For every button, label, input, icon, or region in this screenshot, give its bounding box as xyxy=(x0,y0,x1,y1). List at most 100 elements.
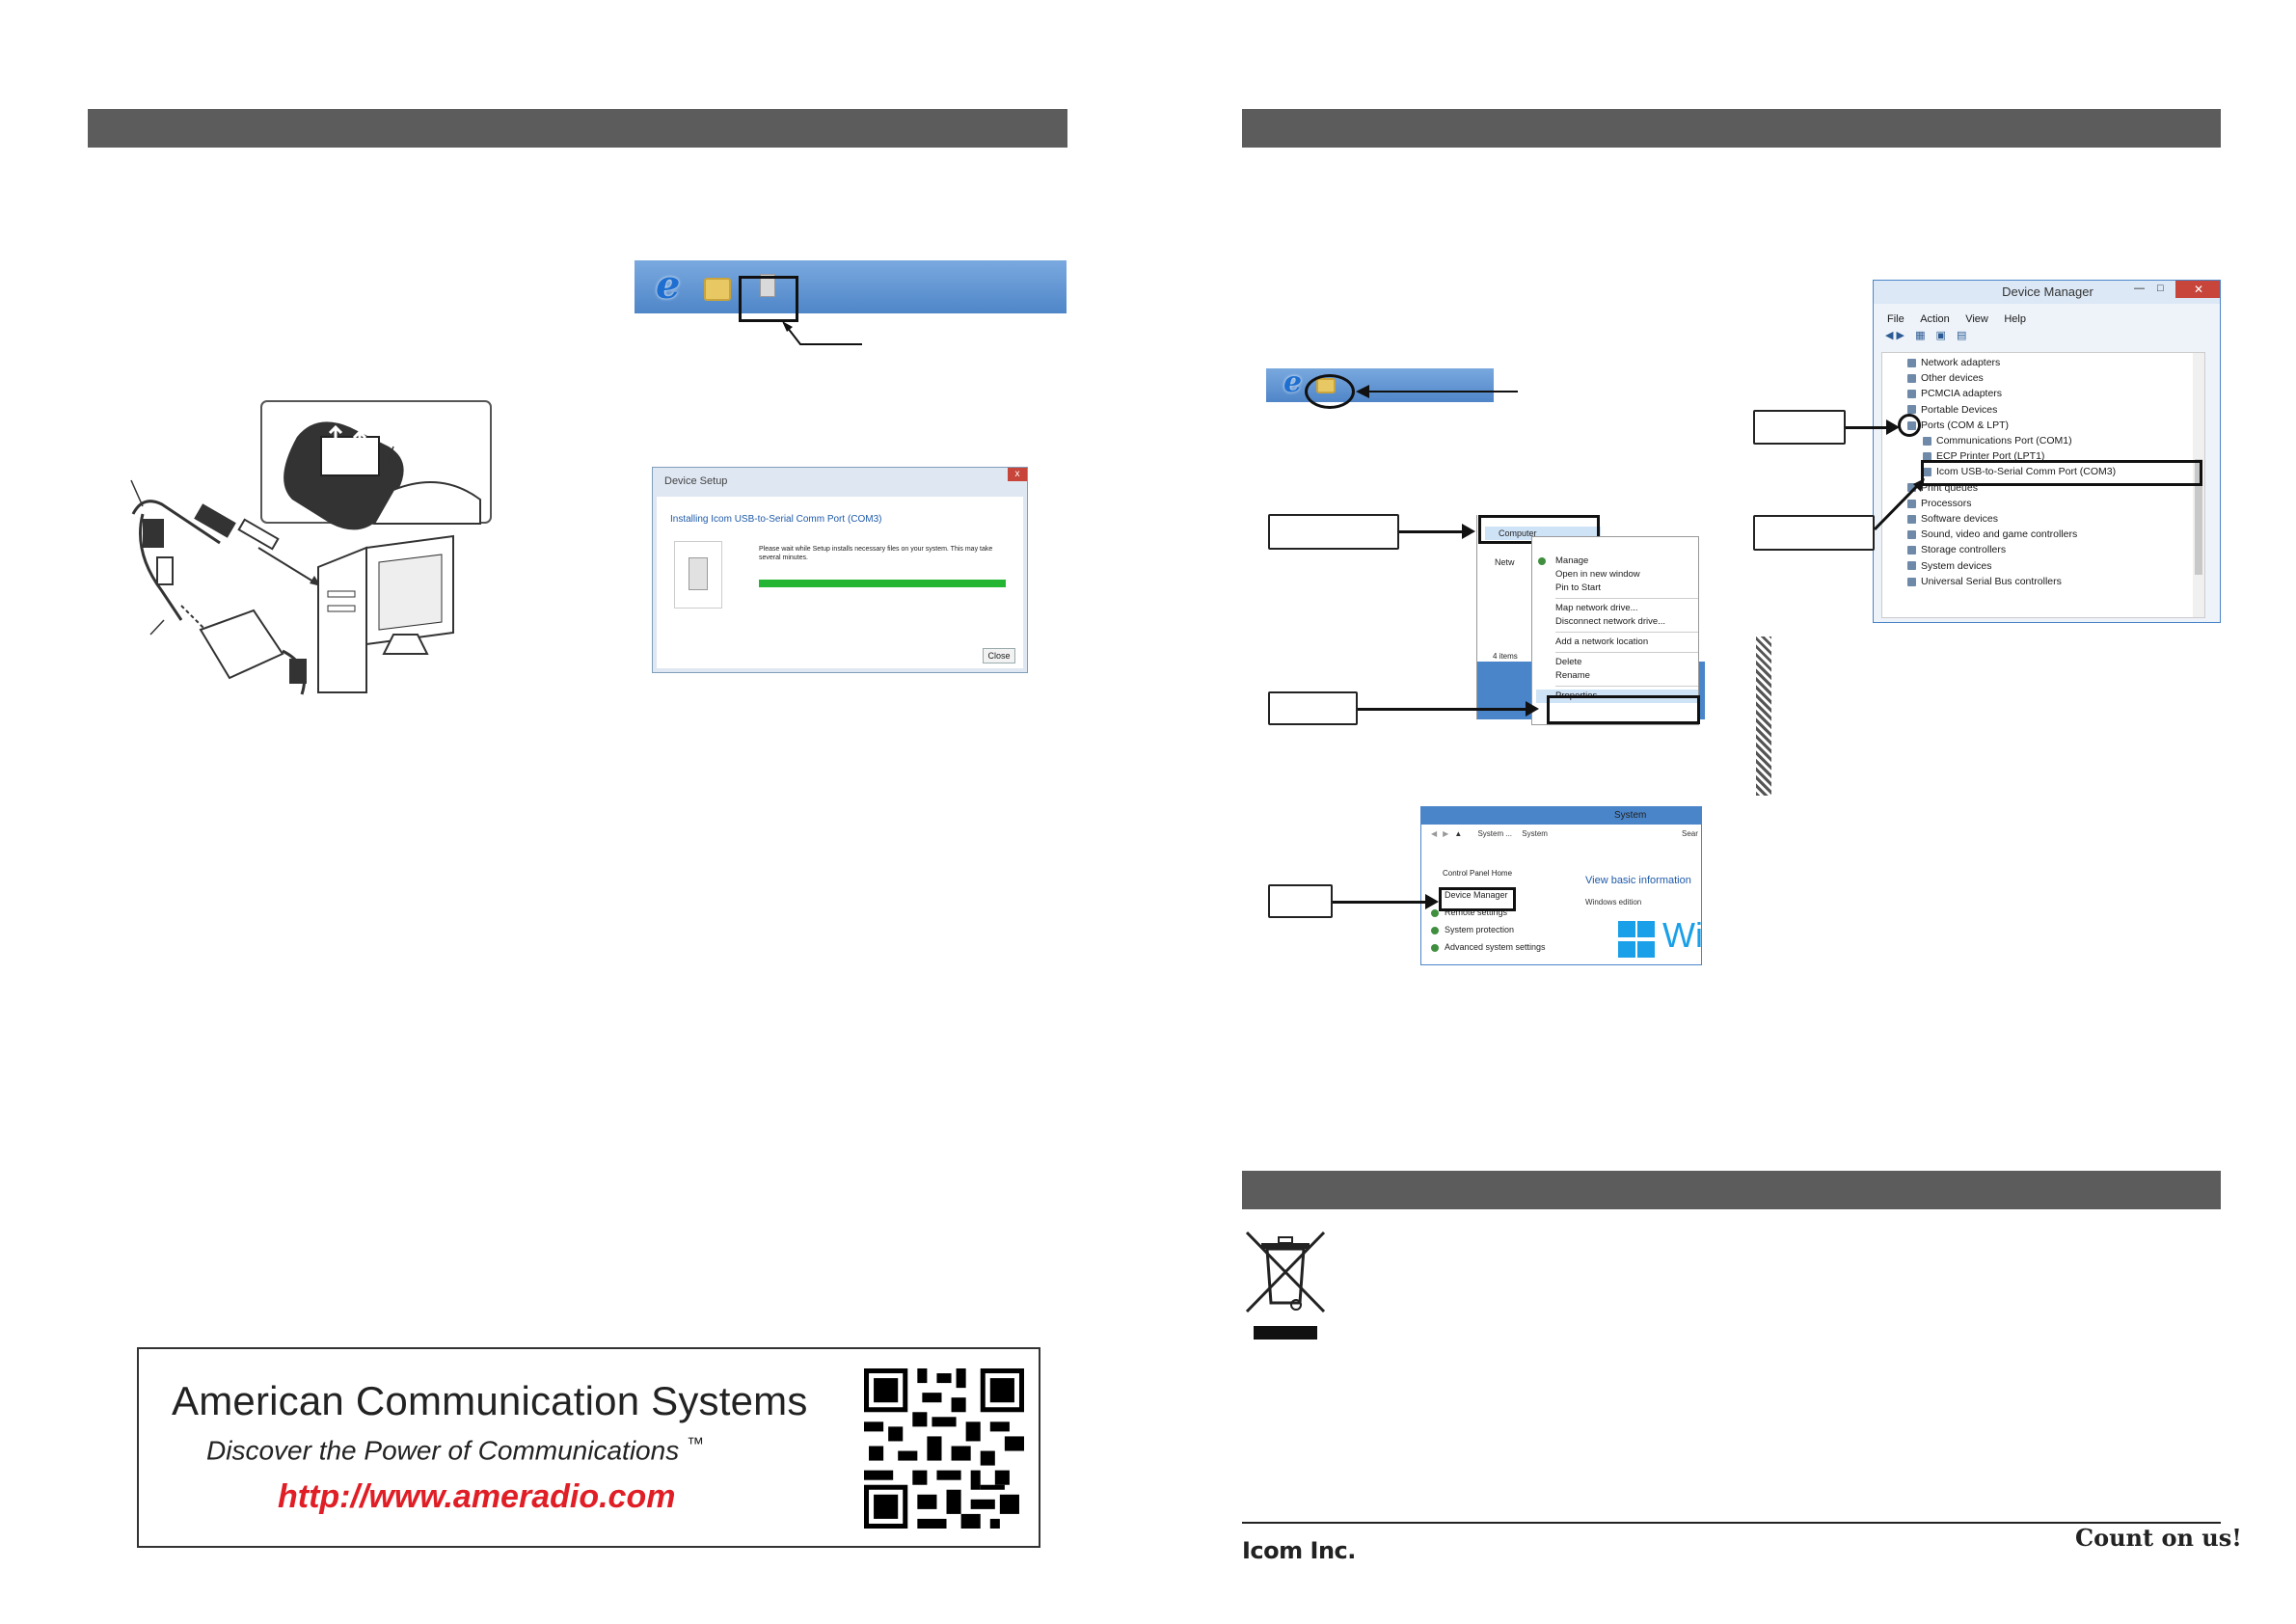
dm-network-adapters[interactable]: Network adapters xyxy=(1907,355,2116,370)
ctx-add-network-location[interactable]: Add a network location xyxy=(1555,636,1649,647)
storage-icon xyxy=(1907,546,1916,555)
address-segment[interactable]: System xyxy=(1522,829,1548,838)
windows-edition-label: Windows edition xyxy=(1585,898,1642,907)
crossed-bin-icon xyxy=(1245,1231,1326,1340)
callout-arrow-icom-port xyxy=(1873,478,1925,531)
system-protection-link[interactable]: System protection xyxy=(1431,921,1546,938)
dm-item-label: System devices xyxy=(1921,559,1992,572)
close-x-icon[interactable]: x xyxy=(1008,468,1027,481)
device-icon-highlight xyxy=(739,276,798,322)
device-setup-dialog: Device Setup x Installing Icom USB-to-Se… xyxy=(652,467,1028,673)
other-devices-icon xyxy=(1907,373,1916,383)
dm-software-devices[interactable]: Software devices xyxy=(1907,511,2116,527)
ctx-manage[interactable]: Manage xyxy=(1555,555,1589,566)
address-segment[interactable]: System ... xyxy=(1477,829,1513,838)
properties-toolbar-icon[interactable]: ▦ xyxy=(1915,330,1926,341)
ad-banner: American Communication Systems Discover … xyxy=(137,1347,1040,1548)
dm-item-label: PCMCIA adapters xyxy=(1921,388,2003,400)
banner-url[interactable]: http://www.ameradio.com xyxy=(278,1478,676,1515)
menu-help[interactable]: Help xyxy=(2004,313,2026,325)
dm-storage-controllers[interactable]: Storage controllers xyxy=(1907,542,2116,557)
footer-rule xyxy=(1242,1522,2221,1524)
dm-portable-devices[interactable]: Portable Devices xyxy=(1907,402,2116,418)
file-explorer-icon[interactable] xyxy=(704,278,731,301)
windows-logo-text: Wir xyxy=(1662,915,1701,955)
dm-maximize-icon[interactable]: □ xyxy=(2157,283,2164,294)
dm-pcmcia-adapters[interactable]: PCMCIA adapters xyxy=(1907,386,2116,401)
device-image-icon xyxy=(674,541,722,609)
dm-item-label: Storage controllers xyxy=(1921,544,2007,556)
dm-item-label: Portable Devices xyxy=(1921,403,1998,416)
dialog-heading: Installing Icom USB-to-Serial Comm Port … xyxy=(670,514,882,525)
help-toolbar-icon[interactable]: ▣ xyxy=(1935,330,1946,341)
dm-minimize-icon[interactable]: — xyxy=(2134,283,2145,294)
dm-tree-list: Network adapters Other devices PCMCIA ad… xyxy=(1907,355,2116,589)
dm-lpt1[interactable]: ECP Printer Port (LPT1) xyxy=(1907,448,2116,464)
remote-settings-link[interactable]: Remote settings xyxy=(1431,904,1546,921)
ctx-separator xyxy=(1555,652,1698,653)
windows-logo-icon xyxy=(1618,921,1655,958)
dm-ports[interactable]: Ports (COM & LPT) xyxy=(1907,418,2116,433)
ctx-open-new-window[interactable]: Open in new window xyxy=(1555,569,1640,580)
system-protection-link-text: System protection xyxy=(1445,925,1515,934)
dm-sound-video[interactable]: Sound, video and game controllers xyxy=(1907,527,2116,542)
callout-box-properties xyxy=(1268,691,1358,725)
software-device-icon xyxy=(1907,514,1916,524)
dm-com1[interactable]: Communications Port (COM1) xyxy=(1907,433,2116,448)
portable-device-icon xyxy=(1907,405,1916,415)
menu-file[interactable]: File xyxy=(1887,313,1904,325)
banner-trademark: ™ xyxy=(686,1434,704,1453)
ctx-pin-to-start[interactable]: Pin to Start xyxy=(1555,582,1601,593)
dm-system-devices[interactable]: System devices xyxy=(1907,558,2116,574)
advanced-settings-link[interactable]: Advanced system settings xyxy=(1431,938,1546,956)
menu-action[interactable]: Action xyxy=(1920,313,1950,325)
network-adapter-icon xyxy=(1907,358,1916,367)
install-progress-fill xyxy=(759,580,1006,587)
internet-explorer-icon[interactable]: e xyxy=(656,262,681,308)
system-device-icon xyxy=(1907,561,1916,571)
items-count: 4 items xyxy=(1493,652,1518,661)
view-basic-info: View basic information xyxy=(1585,875,1691,886)
left-header-bar xyxy=(88,109,1067,148)
dm-item-label: Universal Serial Bus controllers xyxy=(1921,575,2062,587)
taskbar-strip-left: e xyxy=(635,260,1067,313)
back-icon[interactable]: ◀ xyxy=(1885,330,1894,341)
ctx-delete[interactable]: Delete xyxy=(1555,657,1582,667)
dm-item-label: Ports (COM & LPT) xyxy=(1921,419,2010,431)
callout-box-ports xyxy=(1753,410,1846,445)
dm-processors[interactable]: Processors xyxy=(1907,496,2116,511)
device-manager-window: Device Manager — □ ✕ File Action View He… xyxy=(1873,280,2221,623)
right-header-bar xyxy=(1242,109,2221,148)
search-box-stub[interactable]: Sear xyxy=(1682,829,1698,838)
sound-icon xyxy=(1907,529,1916,539)
dm-icom-com3[interactable]: Icom USB-to-Serial Comm Port (COM3) xyxy=(1907,464,2116,479)
internet-explorer-icon[interactable]: e xyxy=(1283,368,1303,399)
close-button[interactable]: Close xyxy=(983,648,1015,663)
callout-arrowhead-ports xyxy=(1886,420,1900,435)
device-manager-highlight xyxy=(1439,887,1516,911)
ctx-separator xyxy=(1555,686,1698,687)
callout-box-icom-port xyxy=(1753,515,1875,551)
printer-icon xyxy=(1907,483,1916,493)
forward-icon[interactable]: ▶ xyxy=(1896,330,1904,341)
callout-arrowhead-device-manager xyxy=(1425,894,1439,909)
menu-view[interactable]: View xyxy=(1965,313,1988,325)
scan-toolbar-icon[interactable]: ▤ xyxy=(1957,330,1967,341)
callout-box-computer xyxy=(1268,514,1399,550)
device-manager-link[interactable]: Device Manager xyxy=(1431,886,1546,904)
usb-cable-illustration xyxy=(130,400,492,695)
footer-company: Icom Inc. xyxy=(1242,1537,1356,1564)
ports-expand-ring xyxy=(1898,414,1921,437)
banner-company: American Communication Systems xyxy=(172,1378,808,1423)
ctx-map-drive[interactable]: Map network drive... xyxy=(1555,603,1638,613)
dm-other-devices[interactable]: Other devices xyxy=(1907,370,2116,386)
system-link-list: Device Manager Remote settings System pr… xyxy=(1431,886,1546,956)
dm-usb-controllers[interactable]: Universal Serial Bus controllers xyxy=(1907,574,2116,589)
network-tree-item[interactable]: Netw xyxy=(1495,557,1515,567)
ctx-rename[interactable]: Rename xyxy=(1555,670,1590,681)
ctx-disconnect-drive[interactable]: Disconnect network drive... xyxy=(1555,616,1666,627)
callout-box-device-manager xyxy=(1268,884,1333,918)
device-setup-icon[interactable] xyxy=(760,274,775,297)
control-panel-home[interactable]: Control Panel Home xyxy=(1443,869,1513,878)
dm-close-icon[interactable]: ✕ xyxy=(2175,281,2220,298)
